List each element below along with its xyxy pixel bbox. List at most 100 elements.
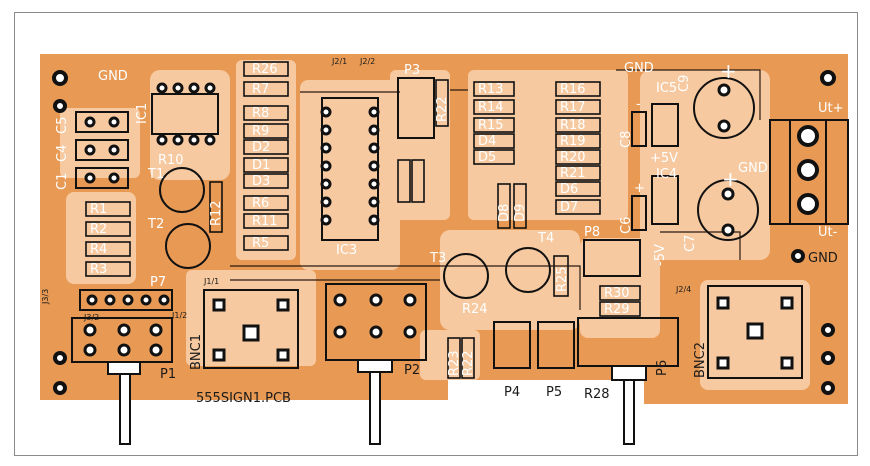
r5-label: R5 <box>252 236 269 251</box>
electrolytic-caps <box>693 77 759 241</box>
r3-label: R3 <box>90 262 107 277</box>
resistor-column-middle <box>243 61 289 251</box>
bnc2-label: BNC2 <box>693 342 708 378</box>
ic1-label: IC1 <box>135 103 150 124</box>
r14-label: R14 <box>478 100 504 115</box>
t3-label: T3 <box>429 251 446 266</box>
c6-label: C6 <box>619 217 634 234</box>
t4-label: T4 <box>537 231 554 246</box>
r29-label: R29 <box>604 302 630 317</box>
ic4-label: IC4 <box>656 167 677 182</box>
d4-label: D4 <box>478 134 496 149</box>
c7-plus-mark: + <box>722 167 739 191</box>
r22-label: R22 <box>435 96 450 122</box>
ic5-label: IC5 <box>656 81 677 96</box>
minus5v-label: -5V <box>653 244 668 266</box>
j33-label: J3/3 <box>41 289 50 305</box>
d6-label: D6 <box>560 182 578 197</box>
r25-label: R25 <box>555 266 570 292</box>
j21-label: J2/1 <box>331 57 347 66</box>
vertical-parts <box>209 79 569 379</box>
bnc1-connector <box>203 289 299 369</box>
p6-label: P6 <box>655 360 670 376</box>
c1-label: C1 <box>55 173 70 190</box>
r21-label: R21 <box>560 166 586 181</box>
gnd-label-right: GND <box>808 251 838 266</box>
r29-r30 <box>599 285 641 317</box>
c4-label: C4 <box>55 145 70 162</box>
r4-label: R4 <box>90 242 107 257</box>
bnc1-label: BNC1 <box>189 334 204 370</box>
r19-label: R19 <box>560 134 586 149</box>
r23-label: R23 <box>447 350 462 376</box>
r1-label: R1 <box>90 202 107 217</box>
d5-label: D5 <box>478 150 496 165</box>
j32-label: J3/2 <box>83 313 99 322</box>
c9-plus-mark: + <box>720 59 737 83</box>
p2-label: P2 <box>404 363 420 378</box>
r6-label: R6 <box>252 196 269 211</box>
r16-label: R16 <box>560 82 586 97</box>
p5-label: P5 <box>546 385 562 400</box>
d3-label: D3 <box>252 174 270 189</box>
p8-label: P8 <box>584 225 600 240</box>
r26-label: R26 <box>252 62 278 77</box>
p4-p5-trimmers <box>493 321 575 369</box>
p8-footprint <box>583 239 641 277</box>
d2-label: D2 <box>252 140 270 155</box>
j24-label: J2/4 <box>675 285 691 294</box>
r11-label: R11 <box>252 214 278 229</box>
r2-label: R2 <box>90 222 107 237</box>
j12-label: J1/2 <box>171 311 187 320</box>
r17-label: R17 <box>560 100 586 115</box>
d7-label: D7 <box>560 200 578 215</box>
gnd-pad <box>791 249 805 263</box>
copper-traces <box>230 69 761 310</box>
r27-label: R22 <box>461 350 476 376</box>
transistors <box>159 167 551 299</box>
p4-label: P4 <box>504 385 520 400</box>
r7-label: R7 <box>252 82 269 97</box>
p7-label: P7 <box>150 275 166 290</box>
power-terminal <box>769 119 849 225</box>
r12-label: R12 <box>209 200 224 226</box>
cap-bank-c1-c5 <box>75 111 129 189</box>
d1-label: D1 <box>252 158 270 173</box>
r10-label: R10 <box>158 153 184 168</box>
r18-label: R18 <box>560 118 586 133</box>
regulators <box>631 103 679 231</box>
gnd-label-left: GND <box>98 69 128 84</box>
plus5v-label: +5V <box>650 151 678 166</box>
c8-minus-mark: - <box>636 97 641 112</box>
gnd-label-mid: GND <box>738 161 768 176</box>
r13-label: R13 <box>478 82 504 97</box>
p3-label: P3 <box>404 63 420 78</box>
p1-potentiometer <box>71 317 173 445</box>
d8-label: D8 <box>497 204 512 222</box>
ic1-footprint <box>151 82 219 146</box>
t2-label: T2 <box>147 217 164 232</box>
j22-label: J2/2 <box>359 57 375 66</box>
r28-label: R28 <box>584 387 610 402</box>
c6-plus-mark: + <box>634 181 645 196</box>
c9-label: C9 <box>677 75 692 92</box>
c5-label: C5 <box>55 117 70 134</box>
p2-potentiometer <box>325 283 427 445</box>
p7-header <box>79 289 173 311</box>
r8-label: R8 <box>252 106 269 121</box>
t1-label: T1 <box>147 167 164 182</box>
silkscreen-labels: GND GND GND GND Ut+ Ut- +5V -5V C5 C4 C1… <box>41 57 844 406</box>
r24-label: R24 <box>462 302 488 317</box>
mounting-holes <box>52 70 836 395</box>
drawing-frame <box>14 12 858 456</box>
p3-footprint <box>397 77 435 139</box>
r9-label: R9 <box>252 124 269 139</box>
r15-label: R15 <box>478 118 504 133</box>
c8-label: C8 <box>619 131 634 148</box>
ic3-footprint <box>320 97 380 241</box>
filename-label: 555SIGN1.PCB <box>196 391 291 406</box>
resistors-left <box>85 201 131 277</box>
ic3-label: IC3 <box>336 243 357 258</box>
resistor-grid-right <box>473 81 601 215</box>
